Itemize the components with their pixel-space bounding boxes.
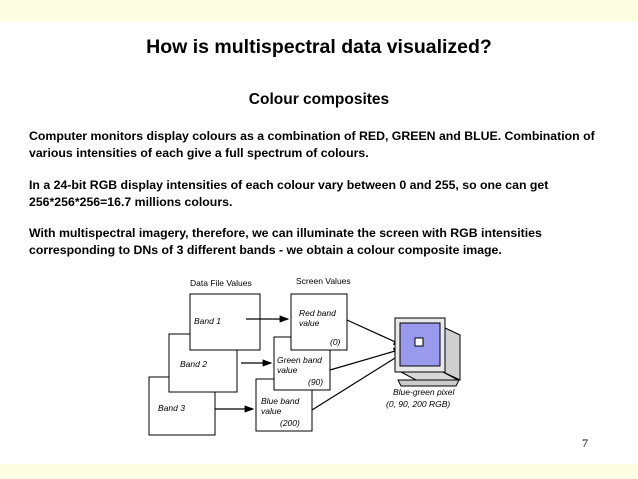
page-number: 7 — [582, 436, 588, 450]
red-band-value: (0) — [330, 337, 341, 347]
band-3-label: Band 3 — [158, 403, 185, 413]
band-1-label: Band 1 — [194, 316, 221, 326]
green-band-value: (90) — [308, 377, 323, 387]
green-band-label-line1: Green band — [277, 355, 322, 365]
blue-band-label-line1: Blue band — [261, 396, 300, 406]
paragraph-24bit-rgb: In a 24-bit RGB display intensities of e… — [29, 178, 549, 209]
pixel-caption-line2: (0, 90, 200 RGB) — [386, 399, 450, 409]
bottom-background-band — [0, 464, 638, 479]
pixel-caption-line1: Blue-green pixel — [393, 387, 456, 397]
computer-monitor-icon — [394, 317, 461, 387]
green-band-label-line2: value — [277, 365, 298, 375]
band-1-box — [189, 293, 261, 351]
paragraph-colour-composite: With multispectral imagery, therefore, w… — [29, 226, 542, 257]
blue-green-pixel-marker — [414, 337, 424, 347]
red-band-label-line2: value — [299, 318, 320, 328]
data-file-values-header: Data File Values — [190, 278, 252, 288]
blue-band-label-line2: value — [261, 406, 282, 416]
screen-values-header: Screen Values — [296, 276, 351, 286]
arrow-red-to-monitor — [346, 319, 404, 346]
slide-title: How is multispectral data visualized? — [146, 36, 492, 58]
slide-subtitle: Colour composites — [248, 91, 390, 108]
blue-band-value: (200) — [280, 418, 300, 428]
arrow-green-to-monitor — [329, 347, 404, 371]
red-band-value-box — [290, 293, 348, 351]
band-2-label: Band 2 — [180, 359, 207, 369]
arrow-blue-to-monitor — [311, 352, 405, 411]
paragraph-rgb-monitors: Computer monitors display colours as a c… — [29, 129, 595, 160]
red-band-label-line1: Red band — [299, 308, 336, 318]
top-background-band — [0, 0, 638, 22]
